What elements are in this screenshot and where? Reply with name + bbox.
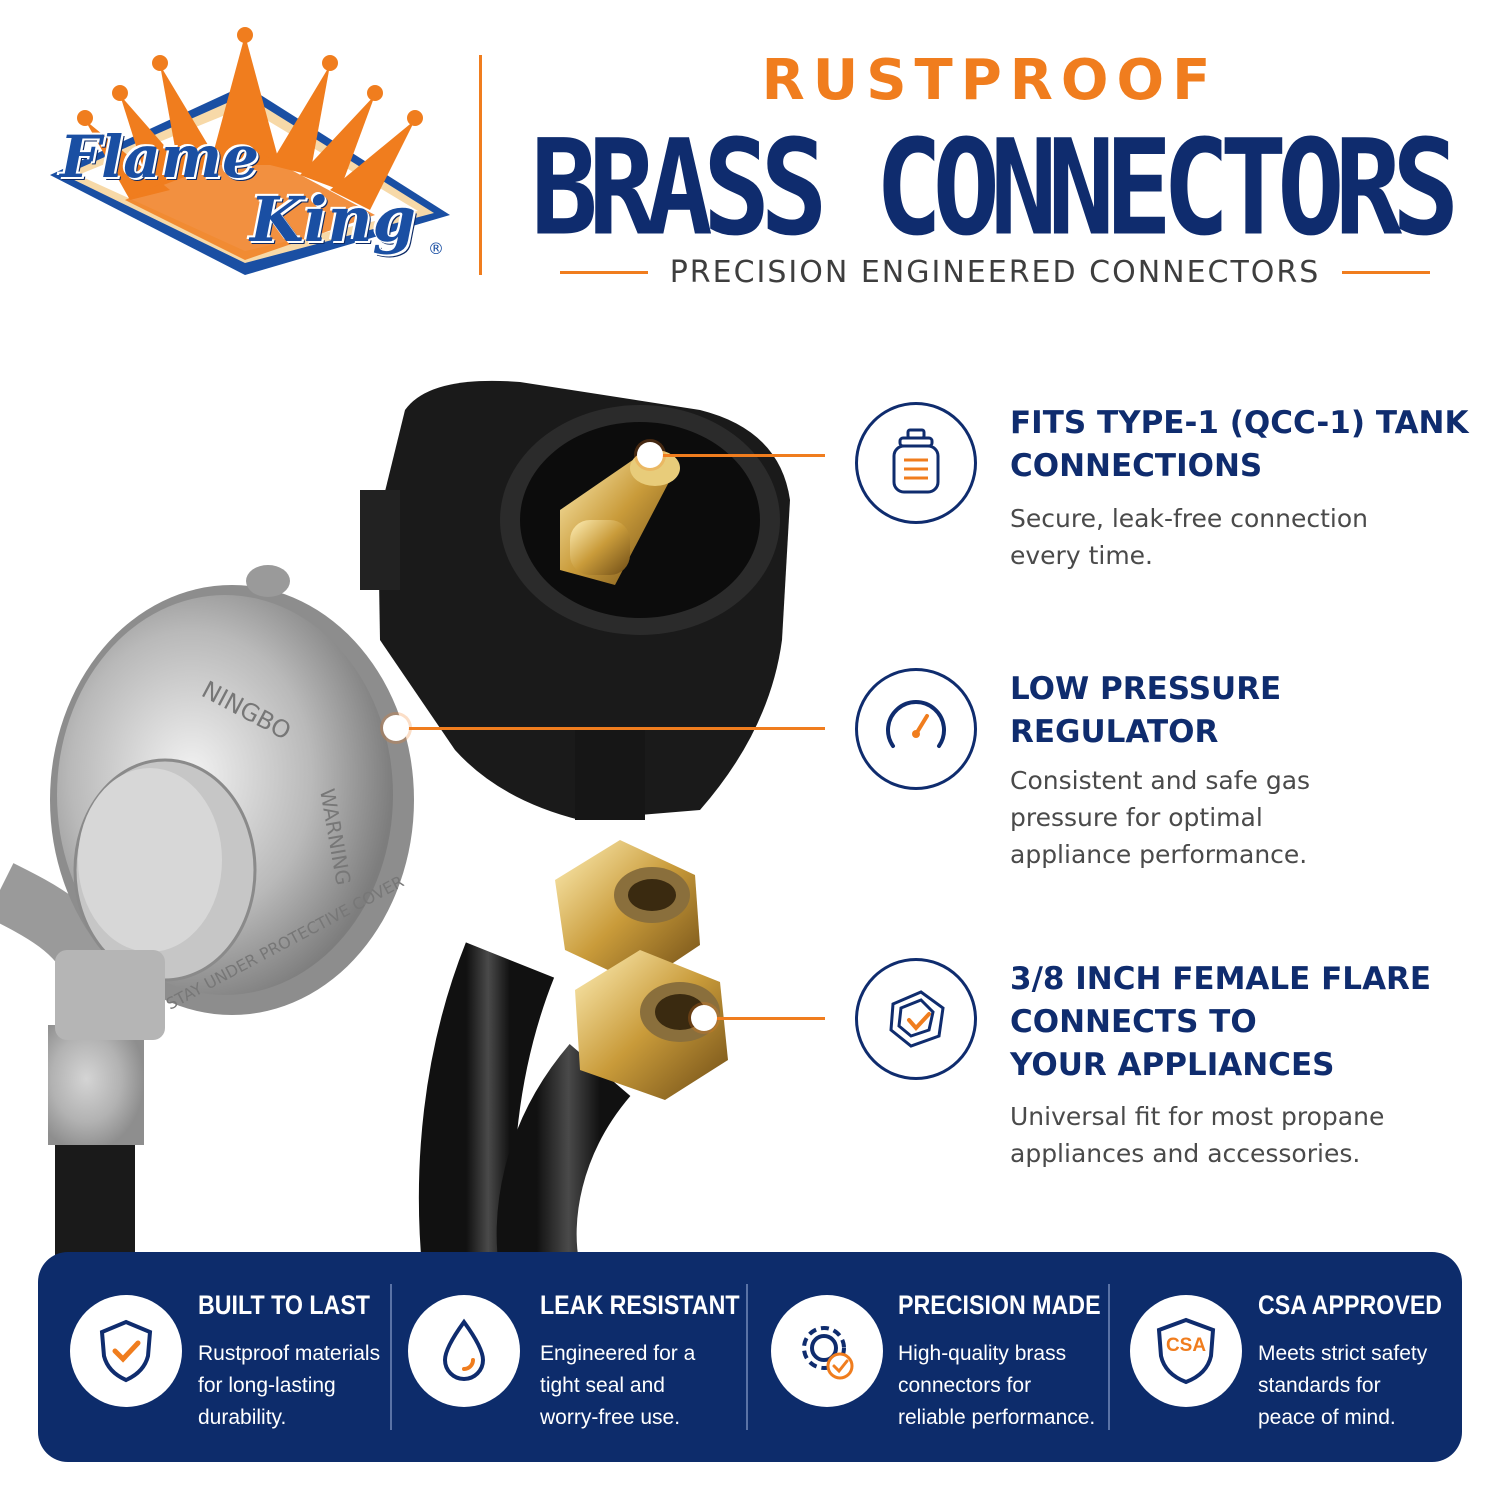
flare-hose [418, 840, 728, 1278]
benefit-description: High-quality brass connectors for reliab… [898, 1342, 1096, 1429]
benefit-title: CSA APPROVED [1258, 1290, 1443, 1320]
feature-title: 3/8 INCH FEMALE FLARE CONNECTS TO YOUR A… [1010, 961, 1432, 1083]
benefit-title: LEAK RESISTANT [540, 1290, 740, 1320]
benefit-precision-made: PRECISION MADE High-quality brass connec… [746, 1252, 1108, 1462]
header-kicker: RUSTPROOF [761, 48, 1219, 113]
flare-nut-icon [855, 958, 977, 1080]
callout-dot-tank [637, 442, 663, 468]
feature-flare-connection: 3/8 INCH FEMALE FLARE CONNECTS TO YOUR A… [855, 958, 1475, 1178]
propane-tank-icon [855, 402, 977, 524]
benefit-csa-approved: CSA CSA APPROVED Meets strict safety sta… [1108, 1252, 1462, 1462]
callout-line-flare [704, 1017, 825, 1020]
logo-word-flame: Flame [60, 123, 260, 191]
csa-icon-text: CSA [1165, 1335, 1207, 1356]
feature-description: Secure, leak-free connection every time. [1010, 504, 1368, 570]
subheadline-rule-left [560, 270, 648, 274]
banner-divider [390, 1284, 392, 1430]
feature-title: LOW PRESSURE REGULATOR [1010, 671, 1282, 750]
feature-description: Universal fit for most propane appliance… [1010, 1102, 1385, 1168]
subheadline: PRECISION ENGINEERED CONNECTORS [669, 254, 1321, 290]
water-drop-icon [408, 1295, 520, 1407]
feature-title: FITS TYPE-1 (QCC-1) TANK CONNECTIONS [1010, 405, 1469, 484]
qcc1-acme-nut [360, 380, 790, 820]
feature-tank-connection: FITS TYPE-1 (QCC-1) TANK CONNECTIONS Sec… [855, 402, 1475, 582]
feature-description: Consistent and safe gas pressure for opt… [1010, 766, 1311, 869]
benefit-description: Engineered for a tight seal and worry-fr… [540, 1342, 696, 1429]
subheadline-rule-right [1342, 270, 1430, 274]
benefit-title: PRECISION MADE [898, 1290, 1101, 1320]
banner-divider [1108, 1284, 1110, 1430]
callout-line-regulator [396, 727, 825, 730]
benefit-description: Rustproof materials for long-lasting dur… [198, 1342, 381, 1429]
header-headline: BRASS CONNECTORS [530, 112, 1460, 266]
brand-logo: Flame King ® [30, 25, 460, 285]
pressure-gauge-icon [855, 668, 977, 790]
feature-regulator: LOW PRESSURE REGULATOR Consistent and sa… [855, 668, 1475, 878]
registered-mark: ® [428, 239, 444, 258]
product-image: NINGBO WARNING STAY UNDER PROTECTIVE COV… [0, 370, 840, 1278]
callout-dot-flare [691, 1005, 717, 1031]
regulator-body: NINGBO WARNING STAY UNDER PROTECTIVE COV… [50, 565, 414, 1040]
csa-shield-icon: CSA [1130, 1295, 1242, 1407]
benefits-banner: BUILT TO LAST Rustproof materials for lo… [38, 1252, 1462, 1462]
subheadline-row: PRECISION ENGINEERED CONNECTORS [560, 250, 1430, 294]
callout-dot-regulator [383, 715, 409, 741]
benefit-leak-resistant: LEAK RESISTANT Engineered for a tight se… [390, 1252, 746, 1462]
shield-check-icon [70, 1295, 182, 1407]
benefit-description: Meets strict safety standards for peace … [1258, 1342, 1428, 1429]
callout-line-tank [650, 454, 825, 457]
benefit-title: BUILT TO LAST [198, 1290, 370, 1320]
logo-word-king: King [250, 183, 416, 256]
banner-divider [746, 1284, 748, 1430]
header-divider [479, 55, 482, 275]
benefit-built-to-last: BUILT TO LAST Rustproof materials for lo… [38, 1252, 390, 1462]
gear-check-icon [771, 1295, 883, 1407]
crown-logo-icon [50, 27, 450, 275]
